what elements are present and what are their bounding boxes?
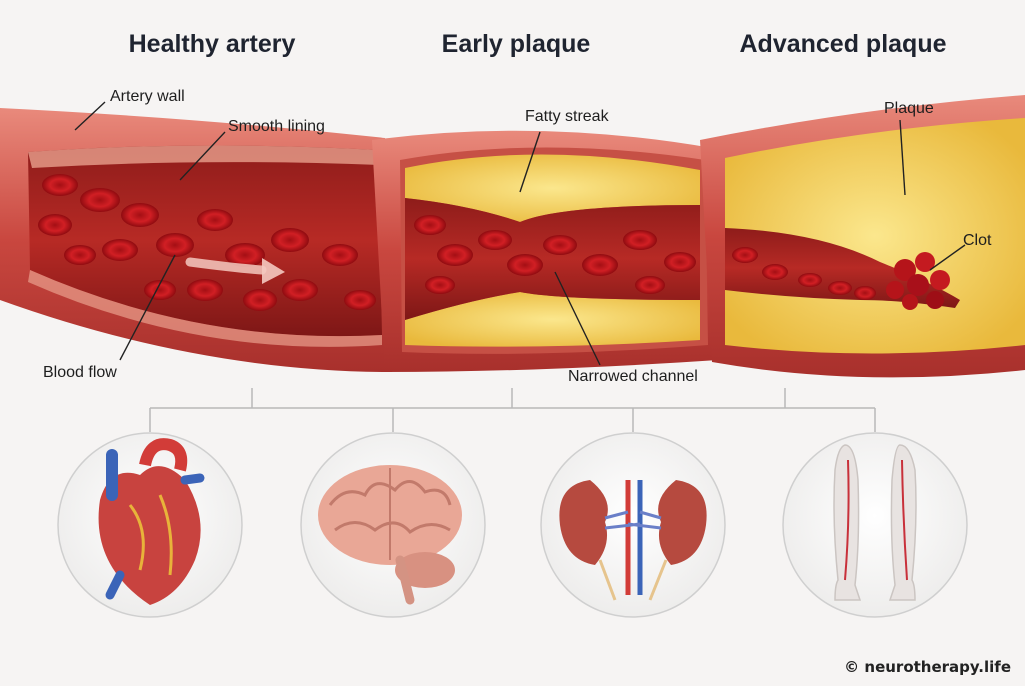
label-plaque: Plaque xyxy=(884,100,934,117)
heart-icon xyxy=(98,438,205,605)
blood-cells-narrowed xyxy=(414,215,696,294)
organ-connector xyxy=(149,388,876,432)
kidneys-icon xyxy=(559,480,707,601)
stage-title-early: Early plaque xyxy=(441,30,591,58)
blood-cells xyxy=(38,174,376,311)
blood-cells-advanced xyxy=(732,247,876,300)
copyright-notice: © neurotherapy.life xyxy=(844,658,1011,676)
label-clot: Clot xyxy=(963,232,992,249)
brain-icon xyxy=(318,465,462,605)
organ-heart xyxy=(57,432,243,618)
label-narrowed-channel: Narrowed channel xyxy=(568,368,698,385)
advanced-plaque-segment xyxy=(700,95,1025,378)
stage-title-healthy: Healthy artery xyxy=(128,30,296,58)
clot-icon xyxy=(886,252,950,310)
flow-arrow-icon xyxy=(185,257,285,284)
organ-kidneys xyxy=(540,432,726,618)
label-blood-flow: Blood flow xyxy=(43,364,117,381)
legs-icon xyxy=(833,444,917,601)
organ-brain xyxy=(300,432,486,618)
label-smooth-lining: Smooth lining xyxy=(228,118,325,135)
healthy-artery-segment xyxy=(0,108,392,372)
organ-legs xyxy=(782,432,968,618)
label-artery-wall: Artery wall xyxy=(110,88,185,105)
stage-title-advanced: Advanced plaque xyxy=(739,30,947,58)
label-fatty-streak: Fatty streak xyxy=(525,108,609,125)
early-plaque-segment xyxy=(372,130,718,372)
leader-lines xyxy=(74,101,966,366)
